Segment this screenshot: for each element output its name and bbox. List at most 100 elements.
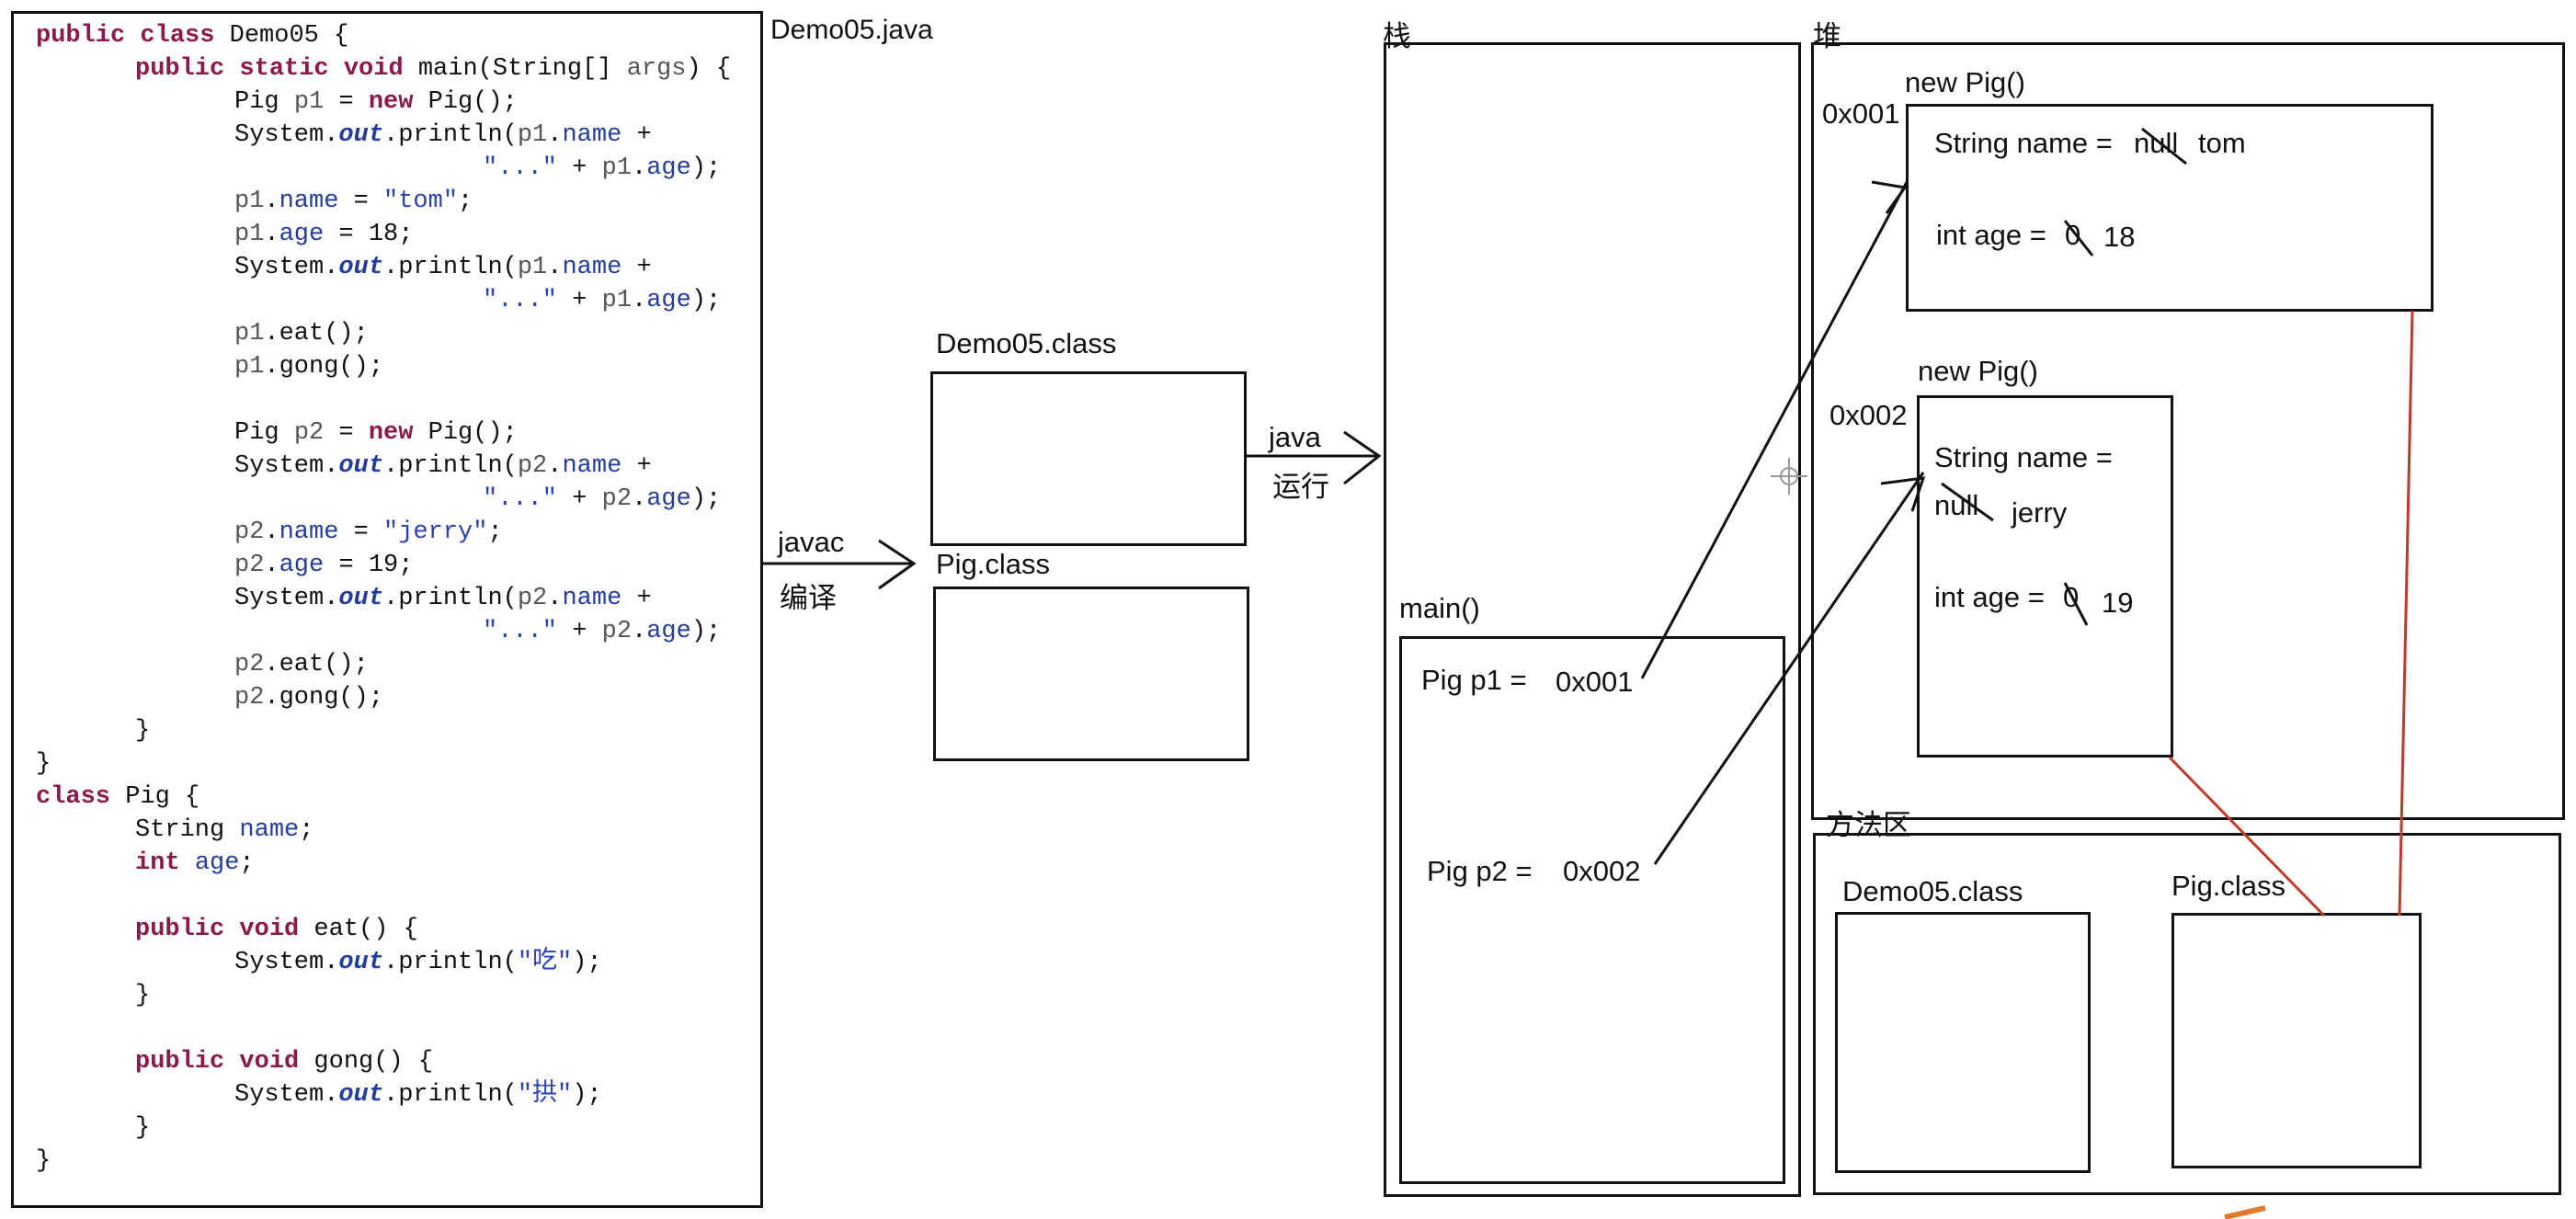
- code-token: new: [368, 419, 414, 447]
- code-token: );: [572, 1081, 602, 1109]
- code-token: age: [646, 618, 691, 645]
- p1-label: Pig p1 =: [1421, 664, 1527, 696]
- p2-label: Pig p2 =: [1427, 855, 1533, 887]
- obj2-address: 0x002: [1829, 399, 1908, 431]
- code-line: }: [36, 1111, 731, 1145]
- code-token: public void: [135, 916, 300, 943]
- code-token: System.: [234, 254, 339, 281]
- code-line: p1.name = "tom";: [36, 185, 731, 218]
- code-token: args: [626, 55, 687, 83]
- code-line: String name;: [36, 814, 731, 847]
- code-line: "..." + p2.age);: [36, 615, 731, 648]
- obj2-zero-strike: [2063, 582, 2089, 626]
- code-token: }: [135, 982, 151, 1009]
- code-token: Pig: [234, 419, 294, 447]
- method-area-pig-label: Pig.class: [2171, 870, 2286, 902]
- obj1-name-new: tom: [2198, 127, 2246, 159]
- obj2-age-new: 19: [2102, 587, 2134, 619]
- method-area: [1813, 833, 2561, 1195]
- code-token: out: [338, 452, 384, 480]
- code-line: System.out.println(p1.name +: [36, 251, 731, 284]
- code-token: public void: [135, 1048, 300, 1076]
- obj2-class-link: [2168, 756, 2326, 917]
- code-token: System.: [234, 452, 339, 480]
- code-token: = 18;: [324, 221, 414, 248]
- code-token: out: [338, 585, 384, 612]
- method-area-demo-box: [1835, 912, 2091, 1173]
- code-token: out: [338, 1081, 384, 1109]
- code-token: +: [557, 618, 602, 645]
- compile-label: 编译: [780, 582, 837, 614]
- code-token: age: [279, 552, 325, 579]
- code-token: int: [135, 849, 180, 877]
- code-token: .println(: [383, 1081, 518, 1109]
- code-line: public class Demo05 {: [36, 19, 731, 52]
- code-token: "jerry": [383, 518, 488, 546]
- code-token: .: [264, 188, 279, 215]
- javac-label: javac: [778, 526, 845, 558]
- code-token: out: [338, 949, 384, 976]
- code-token: ;: [239, 849, 255, 877]
- pig-object-2: [1917, 395, 2173, 758]
- obj2-null-strike: [1941, 482, 1994, 522]
- code-token: name: [562, 121, 622, 149]
- compile-arrow-head: [878, 539, 917, 590]
- code-line: }: [36, 747, 731, 780]
- code-token: .: [547, 452, 563, 480]
- code-token: p2: [601, 618, 633, 645]
- code-token: name: [562, 452, 622, 480]
- code-token: "...": [483, 287, 558, 314]
- code-token: .: [264, 221, 279, 248]
- code-token: .gong();: [264, 684, 384, 712]
- code-token: "...": [483, 154, 558, 182]
- code-token: p2: [234, 684, 265, 712]
- code-token: +: [557, 154, 602, 182]
- code-token: "吃": [517, 949, 573, 976]
- code-token: p2: [517, 452, 548, 480]
- code-token: age: [646, 287, 691, 314]
- code-line: "..." + p1.age);: [36, 152, 731, 185]
- method-area-pig-box: [2171, 913, 2422, 1168]
- code-token: =: [338, 518, 384, 546]
- code-token: age: [646, 485, 691, 513]
- code-token: .: [264, 552, 279, 579]
- obj1-null-strike: [2141, 127, 2187, 165]
- main-frame-box: [1399, 636, 1785, 1184]
- code-token: name: [562, 254, 622, 281]
- code-token: p2: [293, 419, 325, 447]
- code-token: Pig {: [110, 783, 200, 811]
- code-token: name: [239, 816, 300, 844]
- obj2-header: new Pig(): [1918, 355, 2038, 387]
- obj1-name-old: null: [2134, 127, 2179, 159]
- code-token: out: [338, 121, 384, 149]
- code-token: gong() {: [299, 1048, 434, 1076]
- ref-p2-arrow: [1653, 472, 1925, 865]
- code-token: .: [632, 485, 647, 513]
- code-token: name: [279, 188, 339, 215]
- code-token: }: [36, 1147, 51, 1175]
- code-token: p1: [517, 121, 548, 149]
- code-token: .println(: [383, 585, 518, 612]
- code-token: System.: [234, 1081, 339, 1109]
- pig-class-file-box: [933, 587, 1249, 761]
- pig-object-1: [1906, 104, 2434, 312]
- code-line: Pig p2 = new Pig();: [36, 416, 731, 450]
- obj1-header: new Pig(): [1905, 66, 2025, 98]
- code-token: =: [338, 188, 384, 215]
- code-token: System.: [234, 585, 339, 612]
- code-line: p2.name = "jerry";: [36, 516, 731, 549]
- code-token: .eat();: [264, 320, 369, 347]
- code-token: );: [572, 949, 602, 976]
- code-token: );: [690, 618, 722, 645]
- code-token: "tom": [383, 188, 459, 215]
- code-token: .println(: [383, 452, 518, 480]
- code-token: p1: [601, 154, 633, 182]
- method-area-title: 方法区: [1826, 809, 1911, 841]
- code-line: p2.gong();: [36, 681, 731, 714]
- code-line: System.out.println(p2.name +: [36, 450, 731, 483]
- p1-value: 0x001: [1556, 666, 1634, 698]
- code-token: p2: [601, 485, 633, 513]
- code-token: p1: [601, 287, 633, 314]
- pen-stroke: [2224, 1205, 2266, 1219]
- obj1-age-label: int age =: [1936, 219, 2046, 251]
